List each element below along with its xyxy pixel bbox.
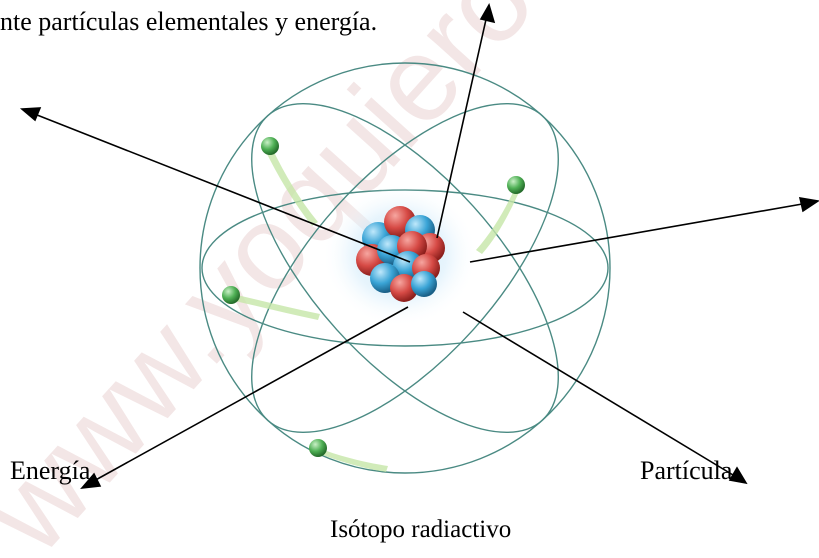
arrow-up xyxy=(437,5,494,238)
electron xyxy=(309,439,327,457)
figure-caption: Isótopo radiactivo xyxy=(330,517,511,542)
energy-label: Energía xyxy=(10,458,90,484)
electron xyxy=(507,176,525,194)
neutron xyxy=(411,271,437,297)
arrow-right xyxy=(470,198,818,262)
electron xyxy=(222,286,240,304)
top-sentence-fragment: nte partículas elementales y energía. xyxy=(0,9,377,35)
particle-label: Partícula xyxy=(640,458,732,484)
electron xyxy=(261,137,279,155)
